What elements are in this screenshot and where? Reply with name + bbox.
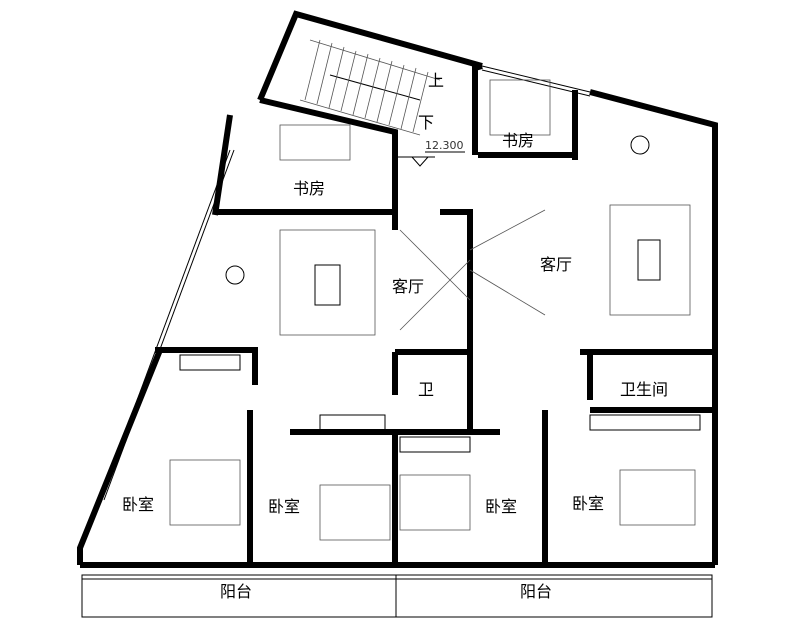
bedroom-1-label: 卧室 bbox=[122, 495, 154, 514]
stair-down-label: 下 bbox=[418, 113, 434, 132]
bedroom-2-label: 卧室 bbox=[268, 497, 300, 516]
balcony-right-label: 阳台 bbox=[520, 582, 552, 601]
study-right-label: 书房 bbox=[502, 131, 534, 150]
elevation-label: 12.300 bbox=[425, 139, 464, 152]
balcony-left-label: 阳台 bbox=[220, 582, 252, 601]
living-left-label: 客厅 bbox=[392, 277, 424, 296]
toilet-label: 卫 bbox=[418, 380, 434, 399]
outer-walls bbox=[77, 10, 718, 565]
bedroom-3-label: 卧室 bbox=[485, 497, 517, 516]
balcony bbox=[81, 574, 713, 618]
void-marks bbox=[399, 209, 546, 331]
living-right-label: 客厅 bbox=[540, 255, 572, 274]
furniture bbox=[169, 79, 701, 541]
staircase bbox=[299, 39, 441, 136]
interior-walls bbox=[80, 97, 715, 568]
stair-up-label: 上 bbox=[428, 71, 444, 90]
study-left-label: 书房 bbox=[293, 179, 325, 198]
elevation-marker: 12.300 bbox=[398, 139, 465, 167]
bedroom-4-label: 卧室 bbox=[572, 494, 604, 513]
bathroom-label: 卫生间 bbox=[620, 380, 668, 399]
